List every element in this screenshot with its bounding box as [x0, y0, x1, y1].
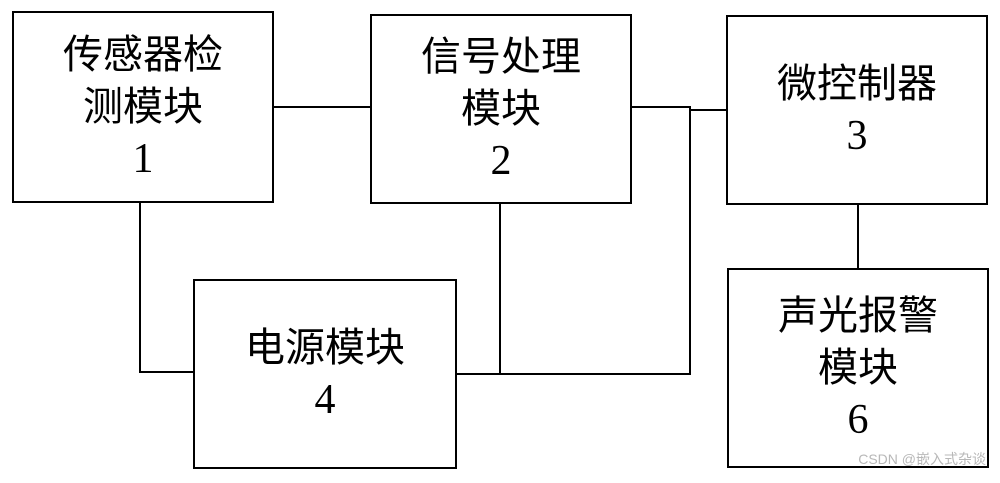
alarm-module-number: 6: [847, 397, 869, 443]
alarm-module-label-line2: 模块: [818, 345, 898, 391]
sensor-detection-module-box: 传感器检 测模块 1: [12, 11, 274, 203]
microcontroller-box: 微控制器 3: [726, 15, 988, 205]
signal-module-number: 2: [490, 138, 512, 184]
microcontroller-number: 3: [846, 113, 868, 159]
sensor-module-number: 1: [132, 136, 154, 182]
connector-sensor-power: [139, 202, 193, 373]
signal-module-label-line2: 模块: [461, 86, 541, 132]
sensor-module-label-line1: 传感器检: [63, 32, 223, 78]
sound-light-alarm-module-box: 声光报警 模块 6: [727, 268, 989, 468]
signal-processing-module-box: 信号处理 模块 2: [370, 14, 632, 204]
power-module-number: 4: [314, 377, 336, 423]
power-module-box: 电源模块 4: [193, 279, 457, 469]
connector-signal-mcu: [632, 106, 726, 111]
sensor-module-label-line2: 测模块: [83, 84, 203, 130]
signal-module-label-line1: 信号处理: [421, 34, 581, 80]
watermark-text: CSDN @嵌入式杂谈: [858, 451, 986, 467]
alarm-module-label-line1: 声光报警: [778, 293, 938, 339]
connector-power-bus: [457, 107, 691, 375]
microcontroller-label: 微控制器: [777, 61, 937, 107]
power-module-label: 电源模块: [245, 325, 405, 371]
